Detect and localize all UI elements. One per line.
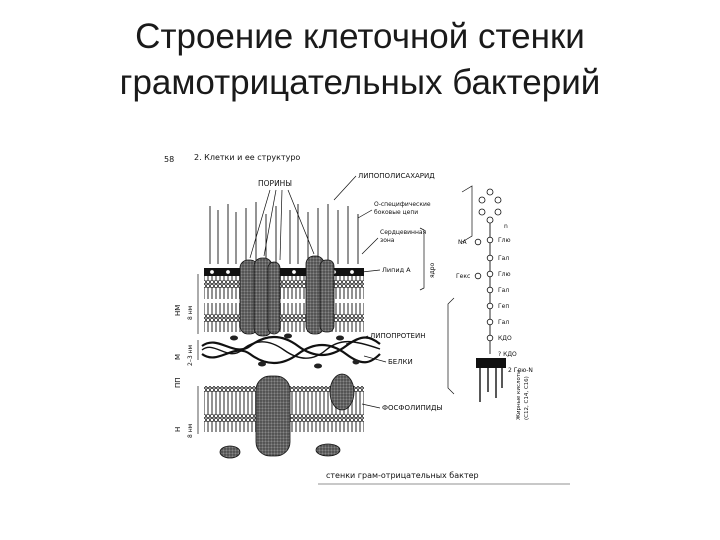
label-fatty-acids-2: (С12, С14, С16) xyxy=(524,376,530,420)
label-outer-membrane: НМ xyxy=(174,305,182,316)
murein-layer xyxy=(201,335,381,365)
sugar-chain-item: Глю xyxy=(498,237,511,244)
label-core-2: зона xyxy=(380,237,395,244)
peripheral-protein-1 xyxy=(219,445,241,459)
left-scale-markers: НМ 8 нм М 2–3 нм ПП Н 8 нм xyxy=(174,274,199,438)
right-label-pointers xyxy=(333,175,455,409)
porin-5 xyxy=(319,259,335,333)
label-proteins: БЕЛКИ xyxy=(388,358,413,366)
label-m-layer: М xyxy=(174,354,182,360)
slide-title-line-1: Строение клеточной стенки xyxy=(135,17,585,56)
label-core-side: ядро xyxy=(429,262,436,278)
figure-header: 2. Клетки и ее структуро xyxy=(194,153,300,162)
sugar-chain-item: Геп xyxy=(498,303,509,310)
label-repeat-unit: n xyxy=(504,223,508,230)
label-hexose: Гекс xyxy=(456,273,470,280)
porin-proteins xyxy=(239,255,335,337)
label-m-layer-size: 2–3 нм xyxy=(187,345,194,366)
label-outer-membrane-size: 8 нм xyxy=(187,306,194,320)
slide-title-line-2: грамотрицательных бактерий xyxy=(119,63,601,102)
label-core-1: Сердцевинная xyxy=(380,229,427,236)
figure-caption: стенки грам-отрицательных бактер xyxy=(326,471,479,480)
label-lipid-a: Липид А xyxy=(382,266,411,274)
porin-3 xyxy=(267,261,281,335)
glucosamine-disaccharide xyxy=(476,358,506,368)
side-sugar-1: NA xyxy=(458,239,467,246)
label-fatty-acids-1: Жирные кислоты xyxy=(516,370,522,420)
label-lipopolysaccharide: ЛИПОПОЛИСАХАРИД xyxy=(358,172,435,180)
page-number: 58 xyxy=(164,155,174,164)
sugar-chain-item: КДО xyxy=(498,335,512,342)
cell-wall-diagram: 58 2. Клетки и ее структуро xyxy=(164,153,570,485)
fatty-acid-tails xyxy=(479,368,503,402)
sugar-chain-item: Гал xyxy=(498,319,509,326)
sugar-chain-item: Гал xyxy=(498,287,509,294)
sugar-chain-item: ? КДО xyxy=(498,351,517,358)
label-lipoprotein: ЛИПОПРОТЕИН xyxy=(370,332,425,340)
label-inner-membrane: Н xyxy=(174,427,182,432)
label-inner-membrane-size: 8 нм xyxy=(187,424,194,438)
peripheral-protein-2 xyxy=(315,443,341,457)
right-labels: ЛИПОПОЛИСАХАРИД О-специфические боковые … xyxy=(358,172,443,412)
outer-membrane-bilayer xyxy=(204,276,364,332)
sugar-chain-item: Глю xyxy=(498,271,511,278)
inner-membrane-proteins xyxy=(219,373,355,459)
porin-pointers xyxy=(249,189,315,261)
label-o-specific-1: О-специфические xyxy=(374,201,431,208)
label-o-specific-2: боковые цепи xyxy=(374,209,418,216)
o-antigen-chains xyxy=(209,202,359,264)
lipid-a-band xyxy=(204,268,364,276)
lps-structure: ядро n NA Гекс Глю Гал Глю Гал Геп xyxy=(429,185,533,420)
label-periplasm: ПП xyxy=(174,377,182,388)
transmembrane-protein-1 xyxy=(255,375,291,457)
cell-wall-figure: 58 2. Клетки и ее структуро xyxy=(158,148,570,488)
sugar-chain-labels: Глю Гал Глю Гал Геп Гал КДО ? КДО 2 Глю-… xyxy=(498,237,533,374)
sugar-chain-item: 2 Глю-N xyxy=(508,367,533,374)
sugar-chain-item: Гал xyxy=(498,255,509,262)
lipoproteins xyxy=(230,333,360,369)
label-porins: ПОРИНЫ xyxy=(258,179,292,188)
slide-title: Строение клеточной стенки грамотрицатель… xyxy=(0,14,720,106)
label-phospholipids: ФОСФОЛИПИДЫ xyxy=(382,404,443,412)
transmembrane-protein-2 xyxy=(329,373,355,411)
